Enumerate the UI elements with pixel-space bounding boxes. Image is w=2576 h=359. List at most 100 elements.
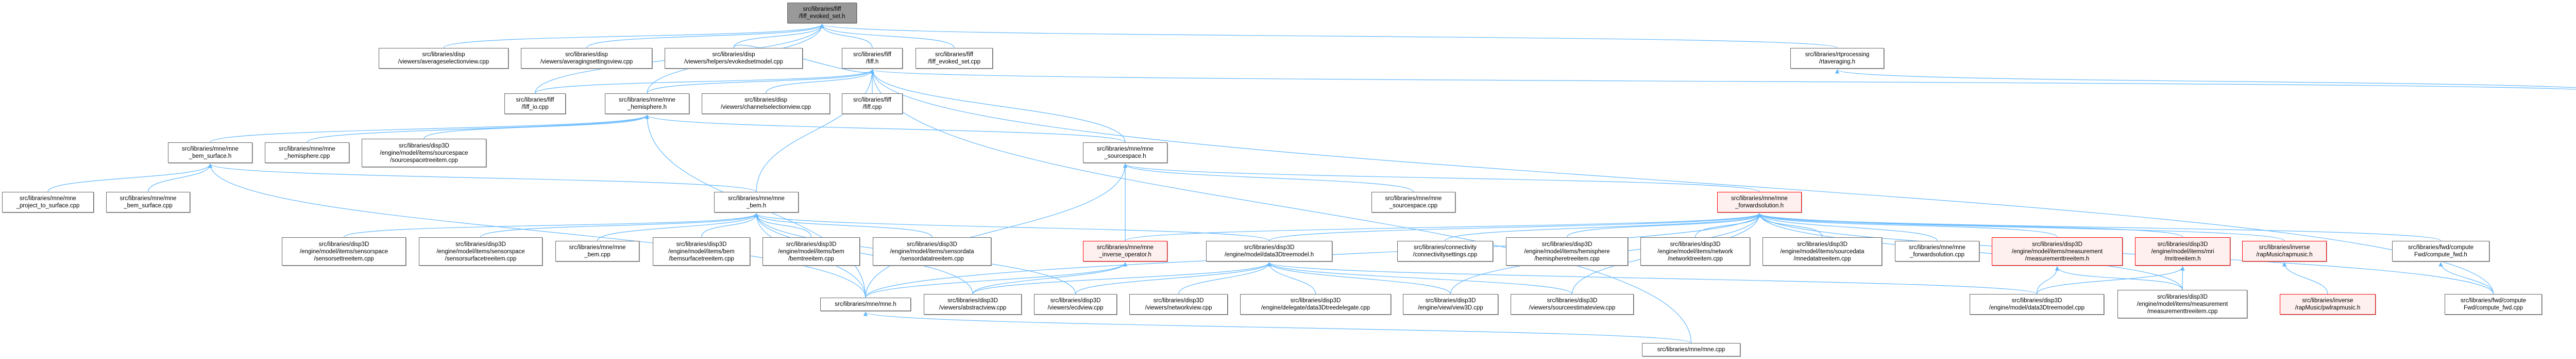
graph-node-fes-cpp[interactable]: src/libraries/fiff /fiff_evoked_set.cpp	[916, 48, 993, 69]
graph-node-bem-h[interactable]: src/libraries/mne/mne _bem.h	[714, 192, 799, 213]
dependency-edge	[2282, 262, 2328, 295]
dependency-edge	[1757, 213, 1938, 241]
graph-node-mne-h[interactable]: src/libraries/mne/mne.h	[820, 298, 911, 311]
dependency-edge	[307, 115, 650, 143]
dependency-edge	[423, 115, 650, 139]
graph-node-bemsurftree[interactable]: src/libraries/disp3D /engine/model/items…	[653, 237, 750, 266]
dependency-edge	[1835, 69, 2576, 88]
graph-node-abstract[interactable]: src/libraries/disp3D /viewers/abstractvi…	[924, 294, 1022, 315]
dependency-edge	[1125, 213, 1761, 241]
graph-node-fiff-io[interactable]: src/libraries/fiff /fiff_io.cpp	[504, 93, 566, 114]
dependency-edge	[1267, 262, 1451, 295]
dependency-edge	[2438, 262, 2494, 295]
dependency-edge	[1268, 213, 1761, 241]
graph-node-nettree[interactable]: src/libraries/disp3D /engine/model/items…	[1640, 237, 1750, 266]
dependency-edge	[2180, 266, 2185, 290]
dependency-edge	[754, 213, 933, 238]
graph-node-ss-cpp[interactable]: src/libraries/mne/mne _sourcespace.cpp	[1371, 192, 1455, 213]
dependency-edge	[2036, 266, 2060, 295]
graph-node-sstree[interactable]: src/libraries/disp3D /engine/model/items…	[362, 139, 486, 167]
graph-node-netview[interactable]: src/libraries/disp3D /viewers/networkvie…	[1129, 294, 1228, 315]
graph-node-bemsurf-cpp[interactable]: src/libraries/mne/mne _bem_surface.cpp	[106, 192, 190, 213]
graph-node-proj[interactable]: src/libraries/mne/mne _project_to_surfac…	[2, 192, 94, 213]
dependency-edge	[1123, 164, 1414, 192]
graph-node-ecd[interactable]: src/libraries/disp3D /viewers/ecdview.cp…	[1034, 294, 1117, 315]
dependency-edge	[586, 24, 824, 48]
graph-node-rap-h[interactable]: src/libraries/inverse /rapMusic/rapmusic…	[2242, 241, 2327, 262]
graph-node-inv-h[interactable]: src/libraries/mne/mne _inverse_operator.…	[1083, 241, 1167, 262]
graph-node-srcest[interactable]: src/libraries/disp3D /viewers/sourceesti…	[1511, 294, 1634, 315]
dependency-edge	[972, 262, 1128, 295]
graph-node-fwd-cpp[interactable]: src/libraries/mne/mne _forwardsolution.c…	[1895, 241, 1979, 262]
dependency-edge	[754, 213, 973, 295]
graph-node-delegate[interactable]: src/libraries/disp3D /engine/delegate/da…	[1240, 294, 1391, 315]
dependency-edge	[733, 45, 875, 74]
dependency-edge	[47, 164, 213, 192]
graph-node-evsetmodel[interactable]: src/libraries/disp /viewers/helpers/evok…	[665, 48, 803, 69]
dependency-edge	[754, 213, 1270, 241]
graph-node-chsel[interactable]: src/libraries/disp /viewers/channelselec…	[702, 93, 830, 114]
graph-node-bemtree[interactable]: src/libraries/disp3D /engine/model/items…	[762, 237, 860, 266]
dependency-edge	[443, 24, 824, 48]
graph-node-fwd-h[interactable]: src/libraries/mne/mne _forwardsolution.h	[1717, 192, 1802, 213]
dependency-edge	[1267, 262, 1316, 295]
dependency-edge	[147, 164, 213, 192]
dependency-edge	[1123, 164, 1760, 192]
dependency-edge	[870, 69, 1126, 143]
dependency-edge	[765, 69, 875, 94]
graph-node-meas-cpp[interactable]: src/libraries/disp3D /engine/model/items…	[2117, 290, 2247, 318]
graph-node-fiff-cpp[interactable]: src/libraries/fiff /fiff.cpp	[842, 93, 903, 114]
graph-node-view3d[interactable]: src/libraries/disp3D /engine/view/view3D…	[1403, 294, 1498, 315]
dependency-edge	[870, 69, 1692, 344]
graph-node-conn[interactable]: src/libraries/connectivity /connectivity…	[1397, 241, 1493, 262]
dependency-edge	[645, 115, 1126, 143]
dependency-edge	[756, 69, 875, 192]
graph-node-fiffh[interactable]: src/libraries/fiff /fiff.h	[842, 48, 903, 69]
dependency-edge	[1757, 213, 2183, 238]
dependency-edge	[1445, 213, 1762, 241]
graph-node-mne-cpp[interactable]: src/libraries/mne/mne.cpp	[1642, 343, 1740, 356]
graph-node-hemi-h[interactable]: src/libraries/mne/mne _hemisphere.h	[605, 93, 689, 114]
dependency-edge	[733, 24, 824, 48]
dependency-edge	[754, 213, 812, 238]
dependency-edge	[647, 69, 875, 94]
graph-node-bem-cpp[interactable]: src/libraries/mne/mne _bem.cpp	[555, 241, 639, 262]
dependency-edge	[1267, 262, 2038, 295]
graph-node-cfwd-cpp[interactable]: src/libraries/fwd/compute Fwd/compute_fw…	[2445, 294, 2542, 315]
graph-node-cfwd-h[interactable]: src/libraries/fwd/compute Fwd/compute_fw…	[2392, 241, 2489, 262]
graph-node-d3model-cpp[interactable]: src/libraries/disp3D /engine/model/data3…	[1970, 294, 2104, 315]
dependency-edge	[820, 24, 955, 48]
graph-node-pwl[interactable]: src/libraries/inverse /rapMusic/pwlrapmu…	[2280, 294, 2376, 315]
graph-node-senssurf[interactable]: src/libraries/disp3D /engine/model/items…	[419, 237, 543, 266]
graph-node-rtavg-h[interactable]: src/libraries/rtprocessing /rtaveraging.…	[1790, 48, 1884, 69]
dependency-edge	[972, 262, 1272, 295]
graph-node-sensdata[interactable]: src/libraries/disp3D /engine/model/items…	[873, 237, 991, 266]
dependency-edge	[597, 213, 759, 241]
graph-node-avgsel[interactable]: src/libraries/disp /viewers/averageselec…	[379, 48, 509, 69]
graph-node-hemi-cpp[interactable]: src/libraries/mne/mne _hemisphere.cpp	[265, 142, 349, 163]
graph-node-sensset[interactable]: src/libraries/disp3D /engine/model/items…	[282, 237, 406, 266]
dependency-edge	[2055, 266, 2183, 290]
graph-node-mri-h[interactable]: src/libraries/disp3D /engine/model/items…	[2135, 237, 2230, 266]
dependency-edge	[701, 213, 759, 238]
dependency-edge	[1757, 213, 2058, 238]
dependency-edge	[1178, 262, 1272, 295]
graph-node-ss-h[interactable]: src/libraries/mne/mne _sourcespace.h	[1083, 142, 1167, 163]
dependency-edge	[2036, 266, 2185, 295]
dependency-edge	[480, 213, 759, 238]
graph-node-avgset[interactable]: src/libraries/disp /viewers/averagingset…	[521, 48, 652, 69]
graph-root-node: src/libraries/fiff /fiff_evoked_set.h	[787, 3, 857, 23]
dependency-edge	[210, 115, 649, 143]
dependency-edge	[534, 69, 875, 94]
dependency-edge	[208, 164, 757, 192]
graph-node-mnedata[interactable]: src/libraries/disp3D /engine/model/items…	[1762, 237, 1882, 266]
dependency-edge	[870, 69, 2576, 90]
dependency-edge	[1757, 213, 1823, 238]
dependency-edge	[863, 312, 1692, 344]
dependency-edge	[1566, 213, 1762, 238]
graph-node-d3model-h[interactable]: src/libraries/disp3D /engine/model/data3…	[1206, 241, 1332, 262]
graph-node-hemitree[interactable]: src/libraries/disp3D /engine/model/items…	[1506, 237, 1628, 266]
dependency-edge	[865, 262, 1128, 298]
graph-node-meas-h[interactable]: src/libraries/disp3D /engine/model/items…	[1992, 237, 2123, 266]
graph-node-bemsurf-h[interactable]: src/libraries/mne/mne _bem_surface.h	[168, 142, 252, 163]
